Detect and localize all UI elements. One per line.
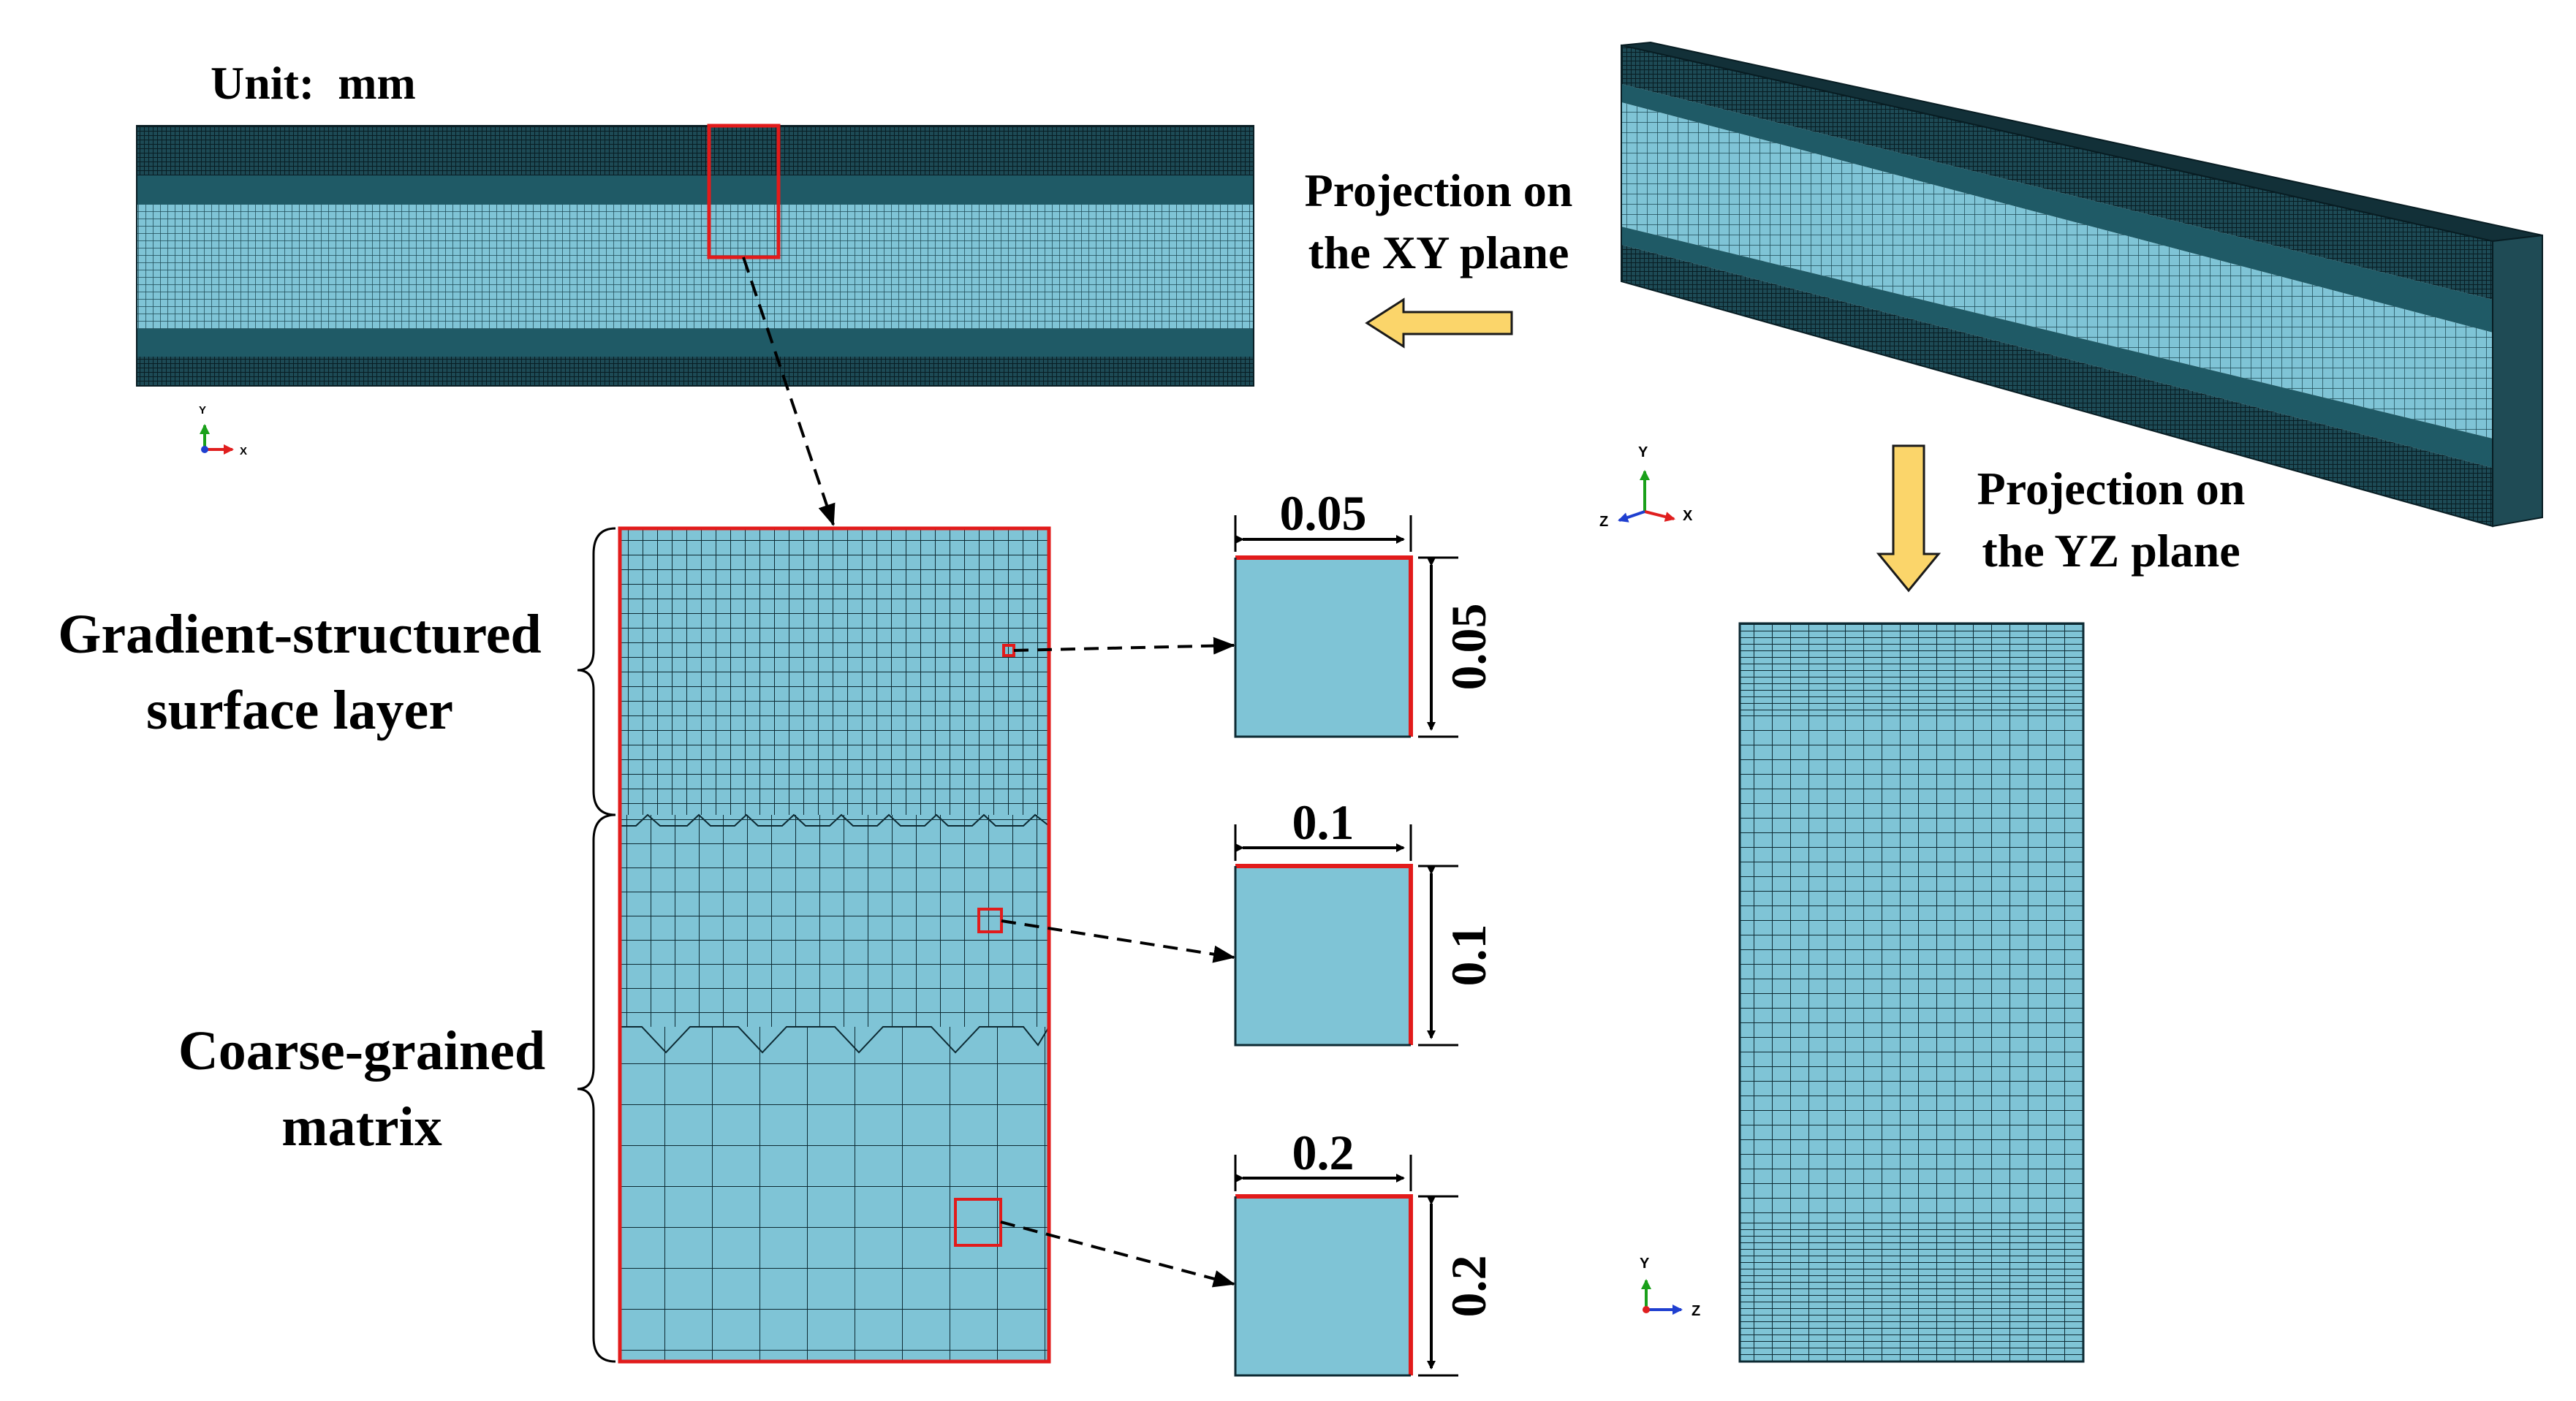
svg-text:Y: Y [1638,444,1648,460]
element-arrow-0-2 [1000,1220,1235,1288]
coarse-label-line1: Coarse-grained [178,1020,545,1082]
brace-gradient [577,527,616,816]
transition-elements-1 [620,813,1050,827]
element-detail-0-2: 0.2 0.2 [1234,1125,1496,1377]
dim-width-0-1: 0.1 [1292,794,1355,850]
arrow-left-icon [1365,297,1513,349]
xy-projection-mesh [136,124,1254,387]
zoom-arrow [742,257,836,526]
dim-height-0-1: 0.1 [1441,924,1496,987]
projection-yz-line2: the YZ plane [1982,525,2240,577]
svg-text:X: X [240,445,247,457]
unit-label: Unit: mm [211,57,416,109]
sample-element-0-1 [977,908,1003,933]
svg-text:Z: Z [1599,514,1608,530]
yz-projection-mesh [1738,622,2085,1363]
zoomed-mesh [618,526,1051,1364]
transition-elements-2 [620,1026,1050,1054]
svg-text:Z: Z [1692,1303,1700,1319]
element-detail-0-1: 0.1 0.1 [1234,794,1496,1047]
gradient-label-line2: surface layer [146,680,453,741]
triad-xy: Y X [199,404,247,457]
dim-height-0-2: 0.2 [1441,1256,1496,1318]
dim-height-0-05: 0.05 [1441,604,1496,691]
projection-yz-line1: Projection on [1977,463,2246,515]
svg-text:Y: Y [199,404,206,417]
triad-xyz: Y X Z [1599,444,1693,530]
gradient-label-line1: Gradient-structured [58,604,541,665]
svg-text:Y: Y [1640,1256,1650,1272]
zoomed-mesh-border [618,526,1051,1364]
projection-xy-line1: Projection on [1305,164,1573,216]
element-arrow-0-05 [1013,637,1235,655]
dim-width-0-2: 0.2 [1292,1125,1355,1180]
dim-width-0-05: 0.05 [1280,485,1367,541]
element-detail-0-05: 0.05 0.05 [1234,485,1496,738]
three-d-bar-mesh [1621,41,2543,528]
triad-yz: Y Z [1640,1256,1700,1319]
svg-text:X: X [1683,508,1693,524]
coarse-label-line2: matrix [281,1096,442,1158]
arrow-down-icon [1876,444,1942,593]
brace-coarse [577,813,616,1363]
projection-xy-line2: the XY plane [1308,227,1569,278]
element-arrow-0-1 [1001,919,1235,963]
